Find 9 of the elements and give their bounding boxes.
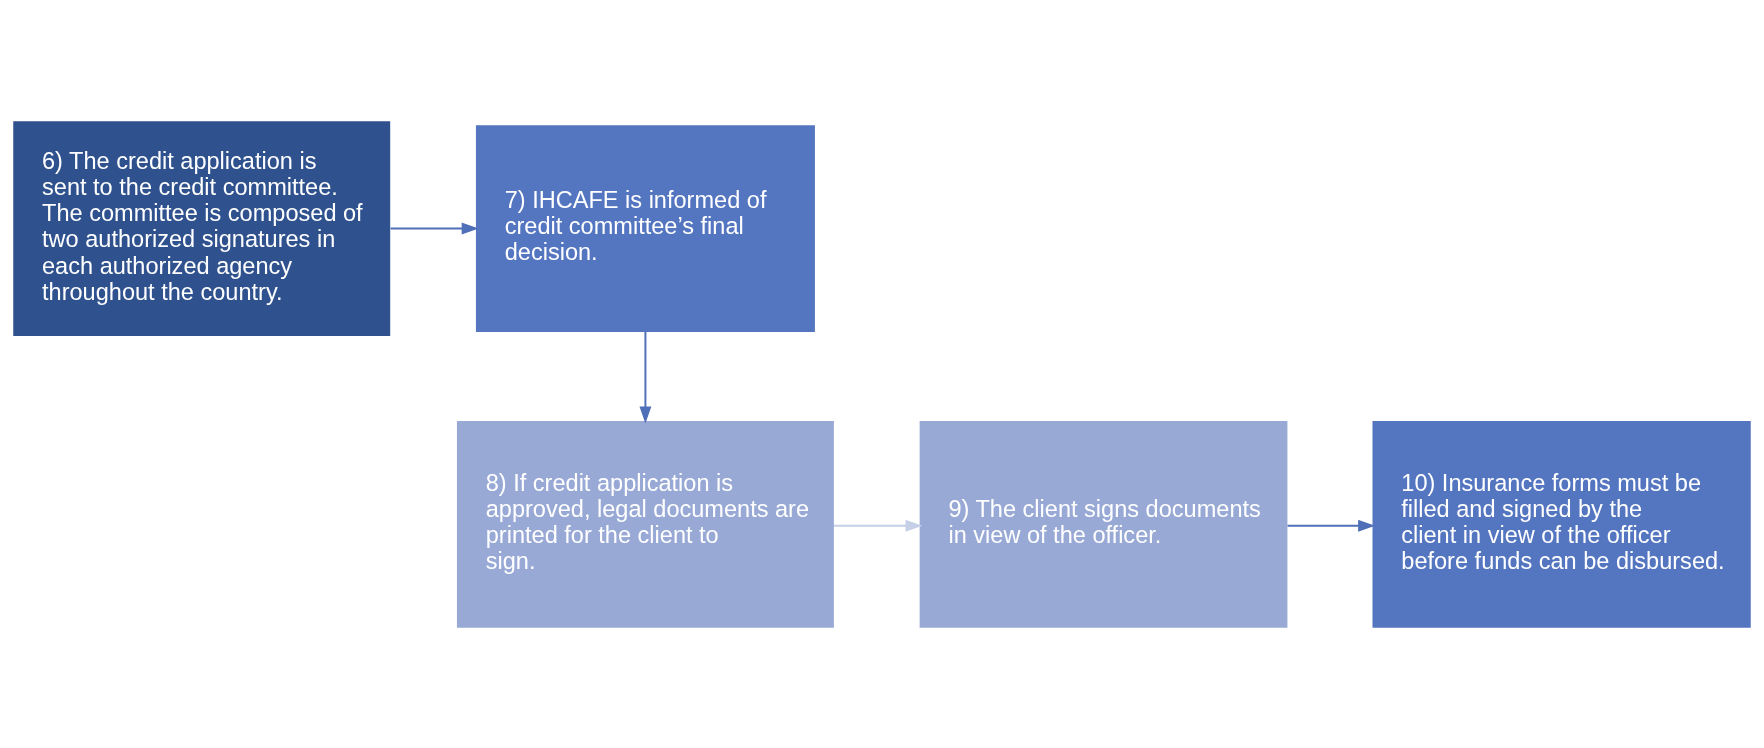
arrow bbox=[389, 222, 479, 235]
node-box: 9) The client signs documents in view of the officer. bbox=[919, 420, 1288, 628]
arrow bbox=[639, 330, 652, 423]
arrow bbox=[833, 519, 923, 532]
node-box: 10) Insurance forms must be filled and signed by the client in view of the officer before funds can be disbursed. bbox=[1372, 420, 1751, 628]
node-box: 8) If credit application is approved, legal documents are printed for the client to sign. bbox=[456, 420, 834, 628]
arrow bbox=[1286, 519, 1376, 532]
node-box: 6) The credit application is sent to the credit committee. The committee is composed of two authorized signatures in each authorized agency throughout the country. bbox=[13, 120, 391, 336]
node-box: 7) IHCAFE is informed of credit committee’s final decision. bbox=[475, 124, 815, 332]
